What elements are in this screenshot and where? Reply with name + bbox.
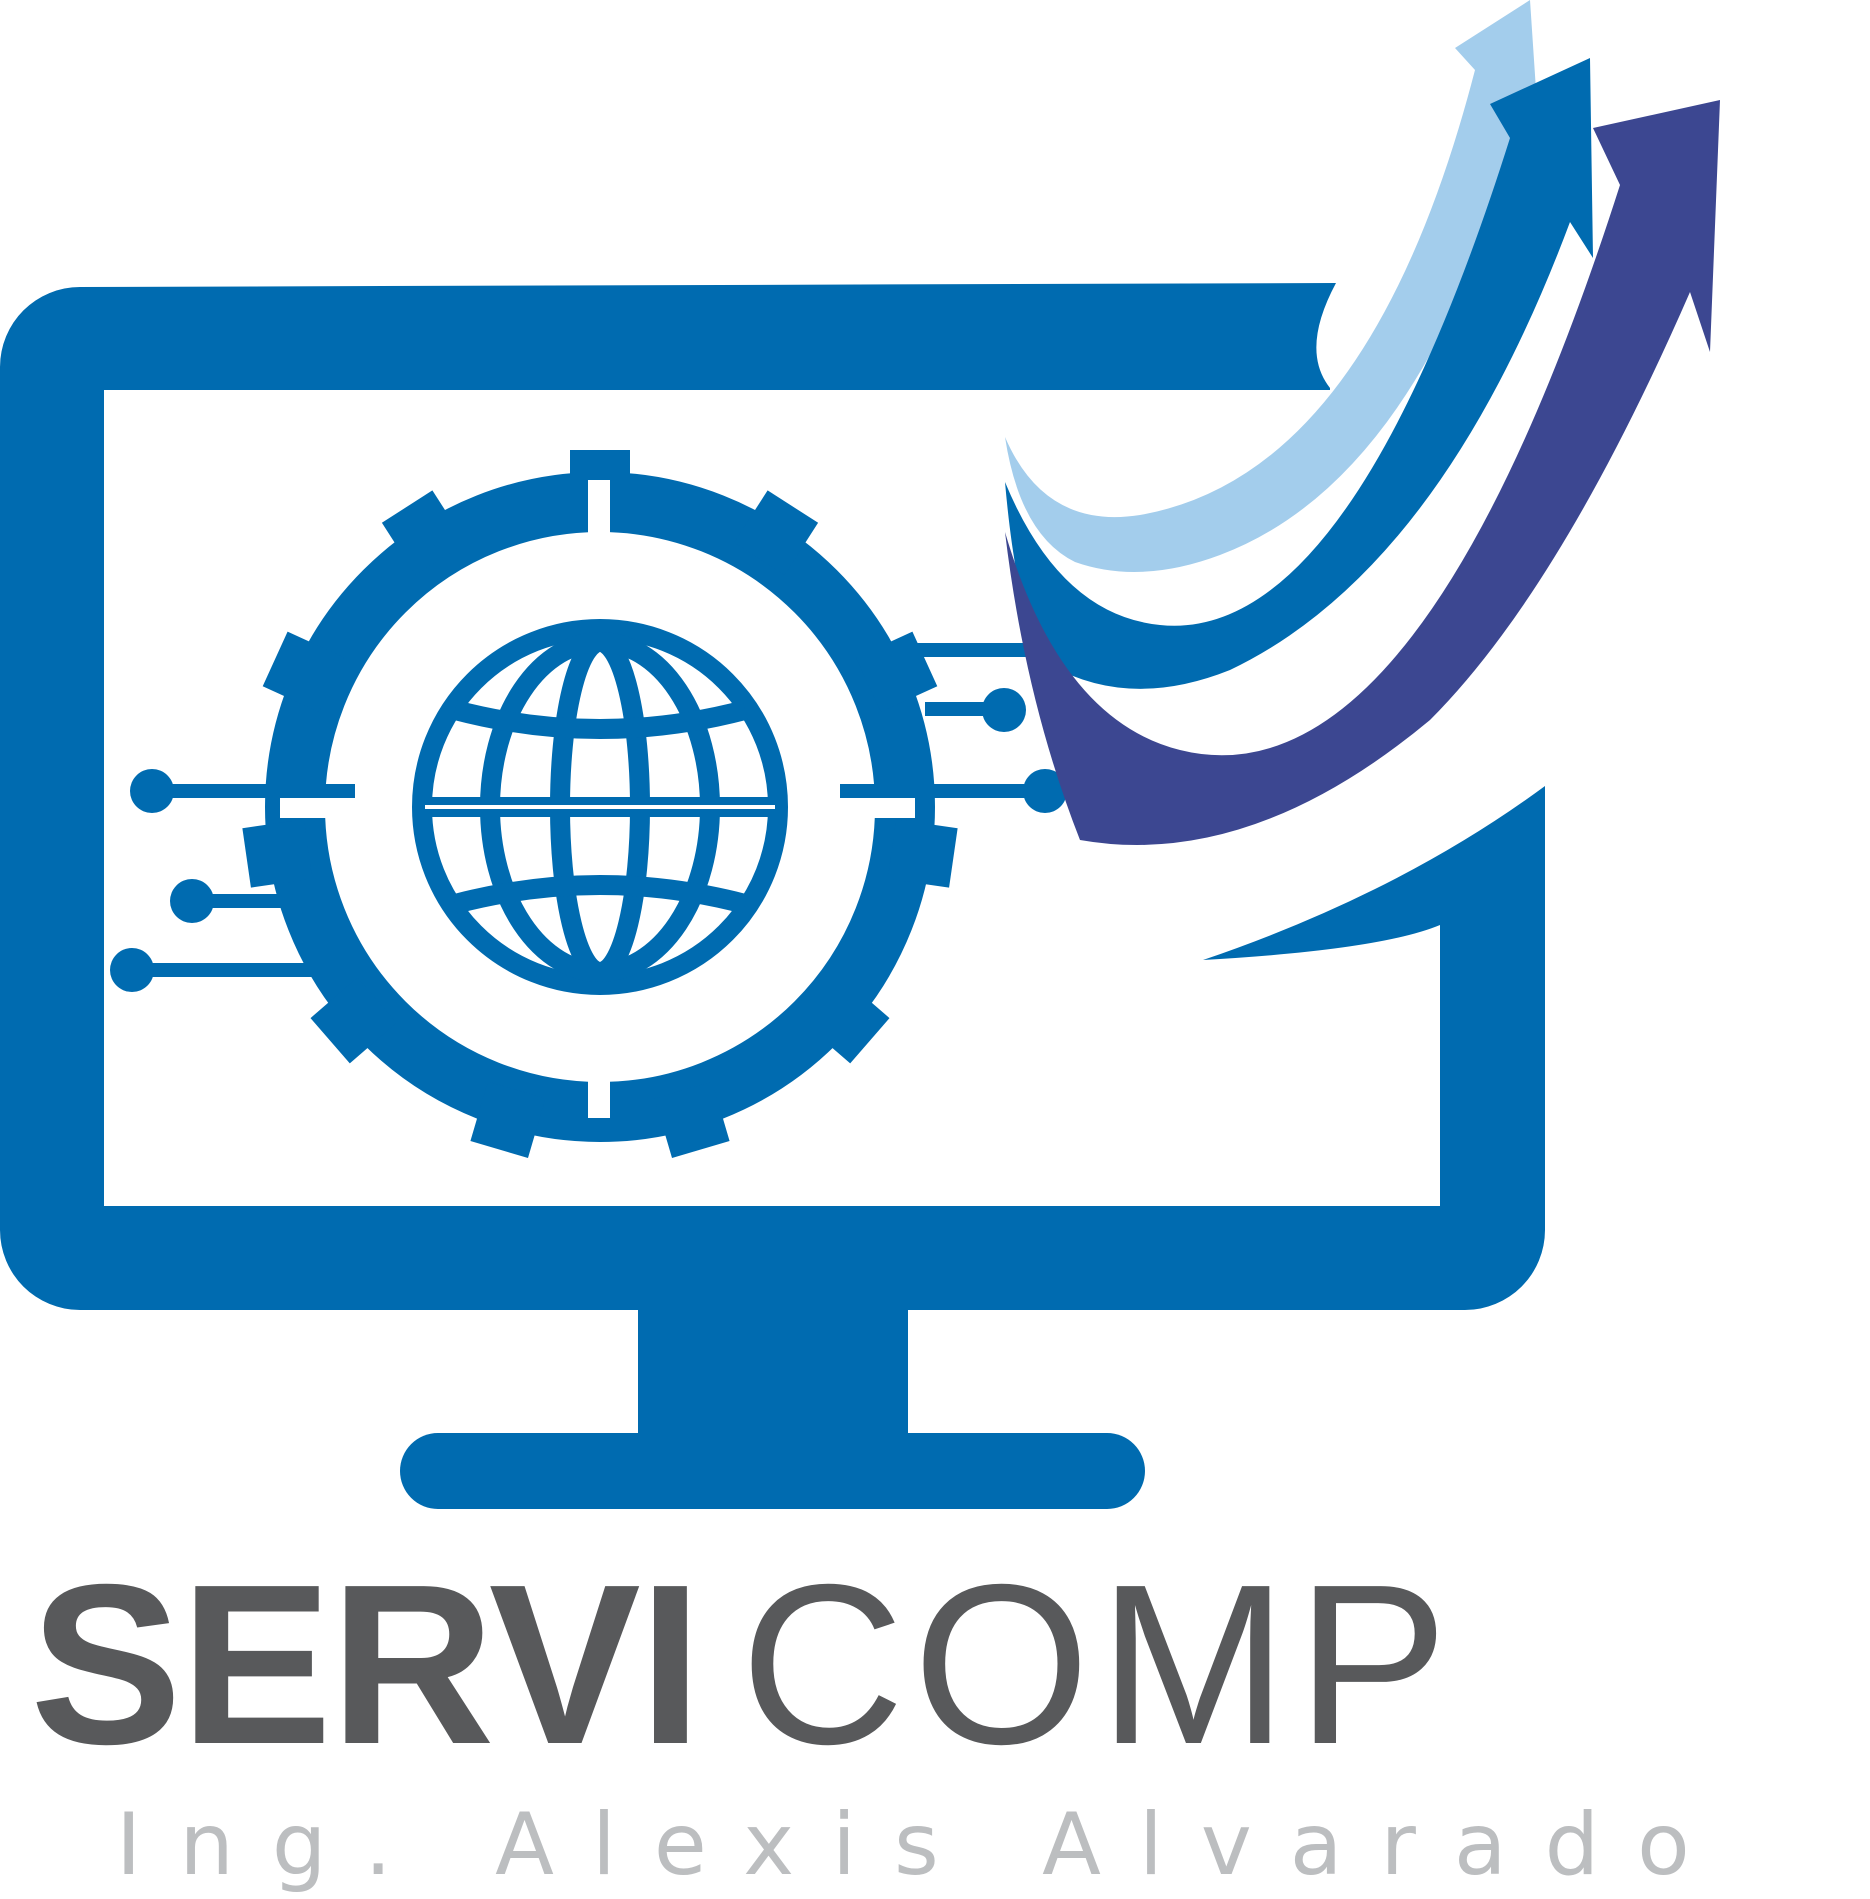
globe-icon [412,619,788,995]
monitor-bezel [0,283,1545,1310]
computer-monitor-icon [0,283,1545,1509]
tagline: Ing. Alexis Alvarado [116,1795,1728,1895]
circuit-lines-icon [110,628,1095,992]
arrow-light-blue [1005,0,1540,572]
brand-name-servi: SERVI [30,1538,702,1792]
monitor-base [400,1433,1145,1509]
arrow-indigo [1005,100,1720,845]
logo-graphic [0,0,1720,1509]
arrow-blue [1005,58,1593,689]
monitor-neck [638,1306,908,1436]
growth-arrows-icon [1005,0,1720,845]
brand-name-comp: COMP [740,1538,1457,1792]
